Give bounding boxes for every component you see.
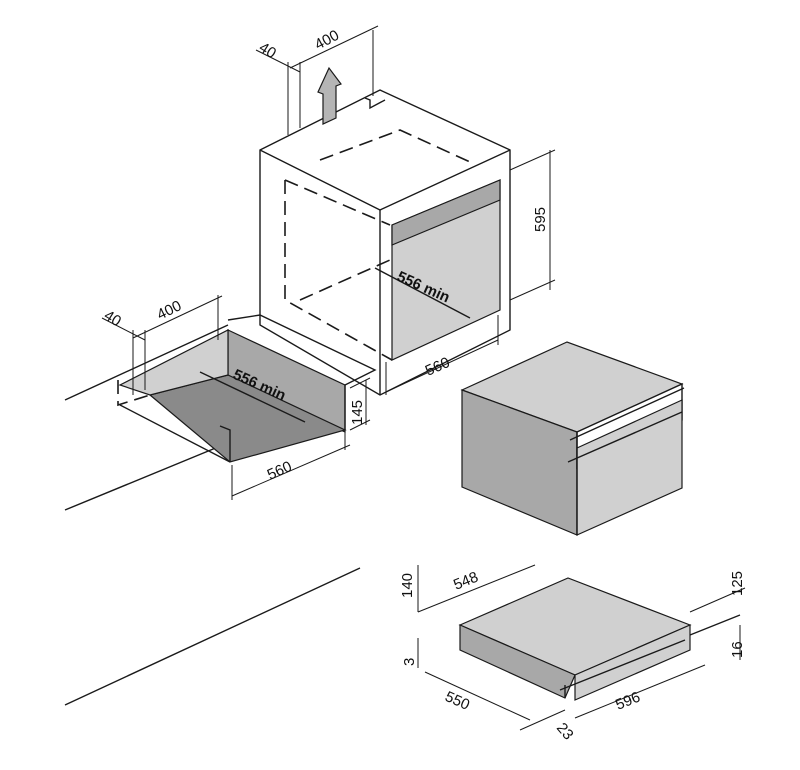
dim-drawer-gap: 3 <box>401 658 418 666</box>
lower-niche <box>64 314 377 511</box>
up-arrow-icon <box>317 66 342 125</box>
dim-niche-height: 595 <box>532 207 549 232</box>
dim-drawer-height-inner: 125 <box>729 571 746 596</box>
oven-unit <box>460 341 685 536</box>
dim-bottom-width: 560 <box>265 458 295 484</box>
drawer-unit <box>458 577 692 701</box>
lower-height-dimension: 145 <box>349 377 371 431</box>
dim-bottom-gap: 40 <box>101 307 124 330</box>
dim-bottom-height: 145 <box>349 400 366 425</box>
dim-drawer-height-outer: 140 <box>399 573 416 598</box>
dim-top-gap: 40 <box>256 39 279 62</box>
dim-drawer-offset: 23 <box>553 720 577 744</box>
dim-top-depth: 400 <box>312 27 342 54</box>
dim-drawer-front-thickness: 16 <box>729 641 746 658</box>
dim-bottom-depth: 400 <box>154 297 184 323</box>
upper-cabinet <box>259 89 511 396</box>
niche-height-dimension: 595 <box>509 149 556 301</box>
dim-drawer-depth: 548 <box>451 569 481 594</box>
